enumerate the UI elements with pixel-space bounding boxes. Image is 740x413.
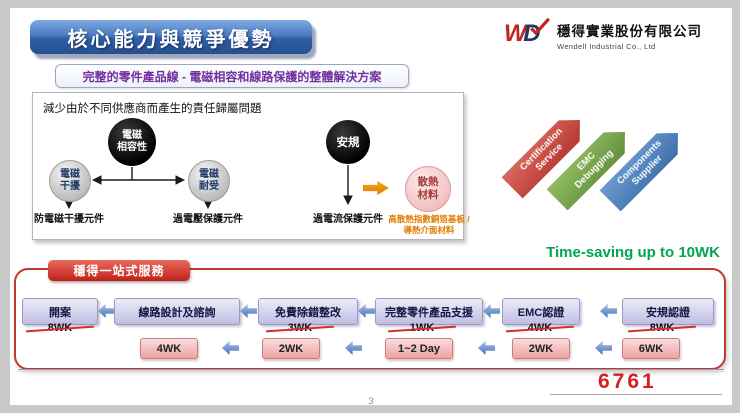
old-time: 8WK [40, 322, 80, 334]
company-name-zh: 穩得實業股份有限公司 [557, 24, 702, 39]
old-time: 8WK [642, 322, 682, 334]
solution-diagram: 減少由於不同供應商而產生的責任歸屬問題 電磁 相容性 安規 電磁 干擾 電磁 耐… [32, 92, 470, 240]
step-circuit-design: 線路設計及諮詢 [114, 298, 240, 325]
footer-divider-line [18, 369, 724, 370]
step-safety-certification: 安規認證 [622, 298, 714, 325]
stock-code: 6761 [598, 370, 657, 393]
step-component-support: 完整零件產品支援 [375, 298, 483, 325]
page-title: 核心能力與競爭優勢 [30, 20, 312, 54]
new-time: 2WK [512, 338, 570, 359]
component-label-emi: 防電磁干擾元件 [34, 214, 104, 225]
stock-underline [550, 394, 722, 395]
old-time: 4WK [520, 322, 560, 334]
node-emi: 電磁 干擾 [49, 160, 91, 202]
step-emc-certification: EMC認證 [502, 298, 580, 325]
node-ems: 電磁 耐受 [188, 160, 230, 202]
company-name-en: Wendell Industrial Co., Ltd [557, 42, 656, 51]
svg-text:W: W [504, 20, 529, 47]
diagram-arrows-icon [64, 165, 353, 210]
component-label-overvoltage: 過電壓保護元件 [173, 214, 243, 225]
slide: 核心能力與競爭優勢 W D 穩得實業股份有限公司 Wendell Industr… [10, 8, 732, 406]
page-number: 3 [368, 396, 374, 406]
svg-text:D: D [523, 20, 540, 47]
footer-divider-line-light [18, 371, 724, 372]
solution-banner: 完整的零件產品線 - 電磁相容和線路保護的整體解決方案 [55, 64, 409, 88]
old-time: 3WK [280, 322, 320, 334]
thermal-note: 高散熱指數銅箔基板 / 導熱介面材料 [388, 214, 470, 236]
company-logo: W D 穩得實業股份有限公司 Wendell Industrial Co., L… [504, 16, 702, 52]
new-time: 2WK [262, 338, 320, 359]
node-thermal-material: 散熱 材料 [405, 166, 451, 212]
company-name-block: 穩得實業股份有限公司 Wendell Industrial Co., Ltd [557, 16, 702, 51]
new-time: 6WK [622, 338, 680, 359]
new-time: 1~2 Day [385, 338, 453, 359]
node-safety-regulation: 安規 [326, 120, 370, 164]
step-kickoff: 開案 [22, 298, 98, 325]
new-time: 4WK [140, 338, 198, 359]
node-emc-compatibility: 電磁 相容性 [108, 118, 156, 166]
old-time: 1WK [402, 322, 442, 334]
one-stop-banner: 穩得一站式服務 [48, 260, 190, 281]
time-saving-text: Time-saving up to 10WK [546, 244, 720, 261]
wendell-logo-icon: W D [504, 17, 550, 47]
component-label-overcurrent: 過電流保護元件 [313, 214, 383, 225]
diagram-note: 減少由於不同供應商而產生的責任歸屬問題 [43, 103, 262, 115]
step-free-debugging: 免費除錯整改 [258, 298, 358, 325]
